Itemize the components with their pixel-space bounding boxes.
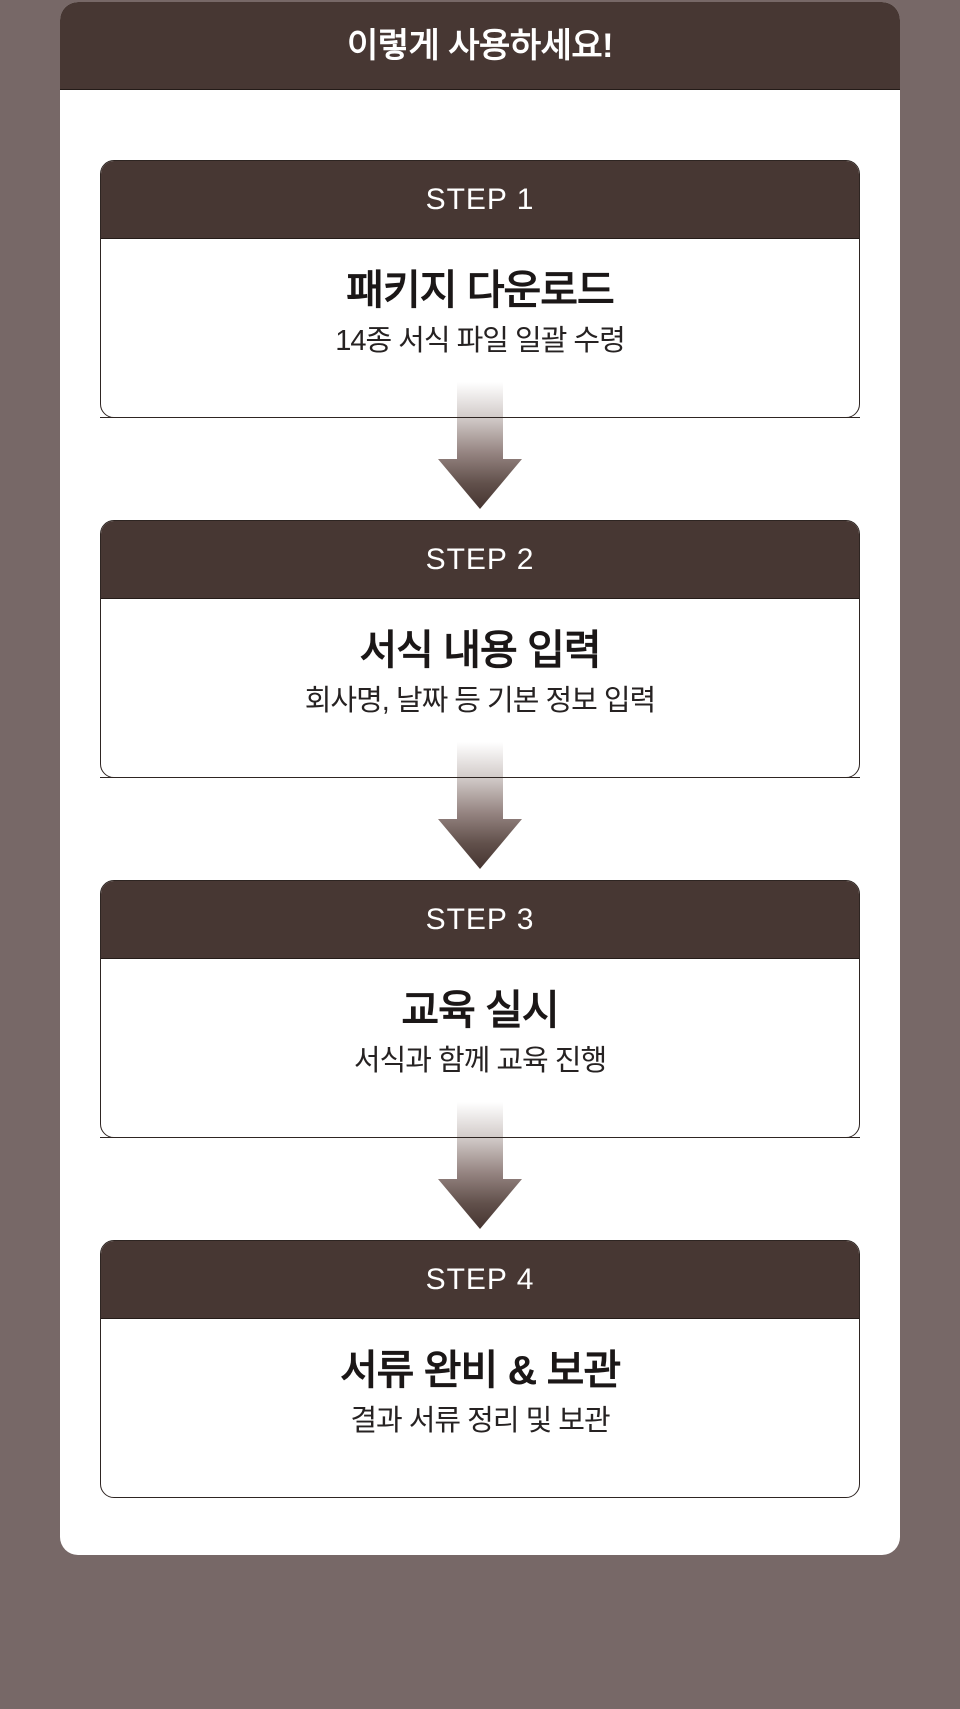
step-title: 서식 내용 입력: [359, 627, 601, 673]
step-card-3-header: STEP 3: [101, 881, 859, 959]
step-title: 서류 완비 & 보관: [339, 1347, 621, 1393]
step-card-2-body: 서식 내용 입력 회사명, 날짜 등 기본 정보 입력: [101, 599, 859, 719]
step-card-2: STEP 2 서식 내용 입력 회사명, 날짜 등 기본 정보 입력: [100, 520, 860, 778]
step-card-1-header: STEP 1: [101, 161, 859, 239]
page-title: 이렇게 사용하세요!: [346, 27, 614, 65]
flow-arrow-row: [100, 742, 860, 869]
step-title: 교육 실시: [401, 987, 559, 1033]
step-title: 패키지 다운로드: [346, 267, 614, 313]
step-card-3-body: 교육 실시 서식과 함께 교육 진행: [101, 959, 859, 1079]
step-subtitle: 14종 서식 파일 일괄 수령: [335, 325, 626, 358]
down-arrow-icon: [438, 382, 522, 509]
step-subtitle: 결과 서류 정리 및 보관: [350, 1405, 610, 1438]
step-label: STEP 2: [425, 542, 535, 576]
step-subtitle: 회사명, 날짜 등 기본 정보 입력: [304, 685, 657, 718]
step-card-1-body: 패키지 다운로드 14종 서식 파일 일괄 수령: [101, 239, 859, 359]
step-label: STEP 4: [425, 1262, 535, 1296]
step-card-4: STEP 4 서류 완비 & 보관 결과 서류 정리 및 보관: [100, 1240, 860, 1498]
step-card-3: STEP 3 교육 실시 서식과 함께 교육 진행: [100, 880, 860, 1138]
content-panel: 이렇게 사용하세요! STEP 1 패키지 다운로드 14종 서식 파일 일괄 …: [60, 2, 900, 1555]
panel-header: 이렇게 사용하세요!: [60, 2, 900, 90]
step-card-2-header: STEP 2: [101, 521, 859, 599]
flow-arrow-row: [100, 382, 860, 509]
flow-arrow-row: [100, 1102, 860, 1229]
step-subtitle: 서식과 함께 교육 진행: [353, 1045, 607, 1078]
down-arrow-icon: [438, 742, 522, 869]
step-card-4-body: 서류 완비 & 보관 결과 서류 정리 및 보관: [101, 1319, 859, 1439]
steps-flow: STEP 1 패키지 다운로드 14종 서식 파일 일괄 수령 STEP 2 서…: [60, 90, 900, 1498]
step-card-1: STEP 1 패키지 다운로드 14종 서식 파일 일괄 수령: [100, 160, 860, 418]
down-arrow-icon: [438, 1102, 522, 1229]
step-label: STEP 1: [425, 182, 535, 216]
step-label: STEP 3: [425, 902, 535, 936]
step-card-4-header: STEP 4: [101, 1241, 859, 1319]
